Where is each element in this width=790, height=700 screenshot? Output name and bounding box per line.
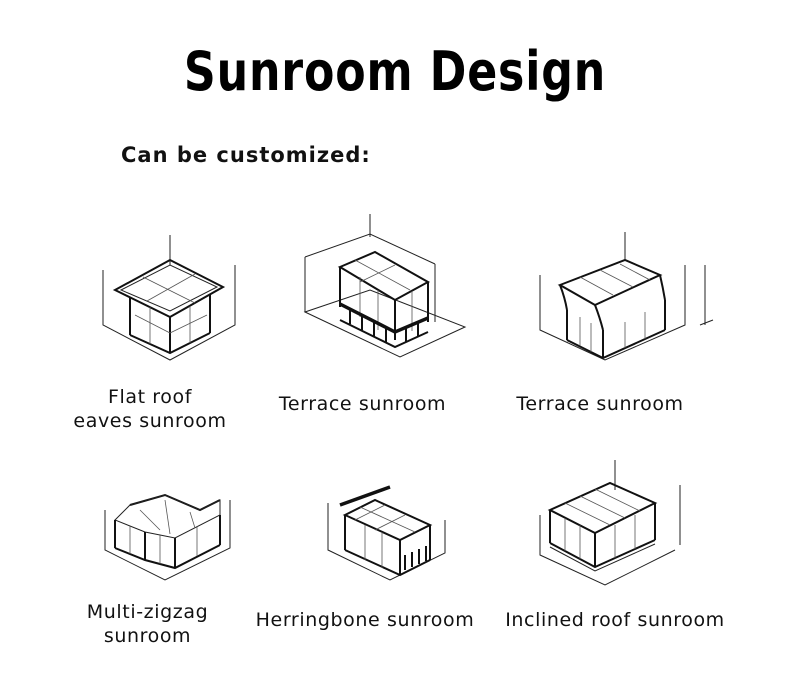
- page-title: Sunroom Design: [183, 40, 607, 103]
- design-card-multi-zigzag: [100, 470, 240, 590]
- design-label-line1: Flat roof: [107, 386, 193, 408]
- design-label-terrace-curved: Terrace sunroom: [495, 392, 705, 416]
- design-label-line1: Multi-zigzag: [86, 601, 209, 623]
- design-label-line1: Terrace sunroom: [516, 393, 684, 415]
- design-card-terrace: [300, 212, 470, 372]
- terrace-sunroom-drawing: [303, 214, 467, 358]
- design-card-herringbone: [320, 475, 450, 585]
- design-label-herringbone: Herringbone sunroom: [255, 608, 475, 632]
- design-label-line1: Inclined roof sunroom: [505, 609, 725, 631]
- terrace-curved-sunroom-drawing: [539, 232, 714, 361]
- design-label-terrace: Terrace sunroom: [255, 392, 470, 416]
- page-subtitle: Can be customized:: [121, 143, 371, 167]
- design-label-line1: Terrace sunroom: [278, 393, 447, 415]
- flat-roof-sunroom-drawing: [102, 235, 236, 361]
- design-label-line2: sunroom: [103, 625, 192, 647]
- multi-zigzag-sunroom-drawing: [104, 493, 231, 581]
- design-label-line1: Herringbone sunroom: [255, 609, 475, 631]
- herringbone-sunroom-drawing: [327, 485, 446, 581]
- design-label-inclined-roof: Inclined roof sunroom: [500, 608, 730, 632]
- design-card-terrace-curved: [535, 230, 715, 370]
- inclined-roof-sunroom-drawing: [539, 460, 681, 586]
- design-card-flat-roof: [95, 225, 245, 375]
- design-label-line2: eaves sunroom: [73, 410, 227, 432]
- design-card-inclined-roof: [535, 455, 700, 590]
- design-label-flat-roof: Flat roof eaves sunroom: [60, 385, 240, 433]
- design-label-multi-zigzag: Multi-zigzag sunroom: [60, 600, 235, 648]
